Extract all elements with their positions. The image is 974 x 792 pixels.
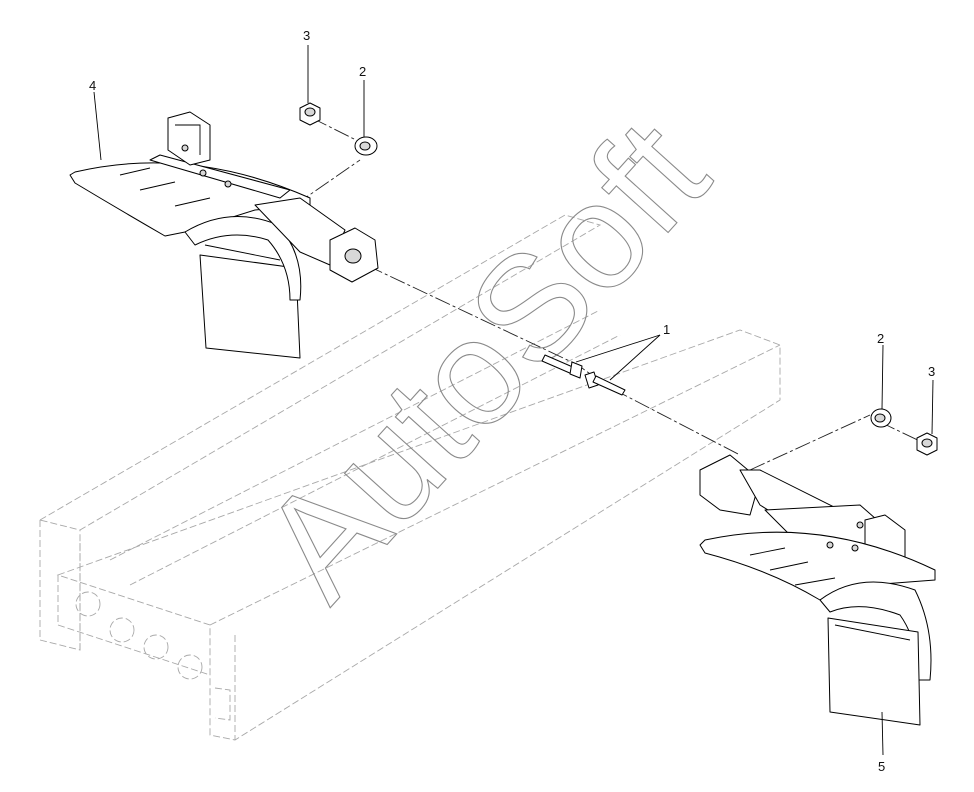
watermark-text: AutoSoft [229, 89, 739, 629]
left-washer [354, 136, 378, 156]
left-fender-assembly [69, 111, 379, 359]
bolt-upper [541, 354, 583, 379]
right-nut [916, 432, 938, 456]
callout-right-fender: 5 [878, 759, 885, 774]
callout-left-nut: 3 [303, 28, 310, 43]
leader-lines [93, 45, 934, 756]
bolt-lower [584, 371, 626, 396]
right-washer [870, 408, 892, 428]
callout-bolts: 1 [663, 322, 670, 337]
right-fender-assembly [699, 454, 936, 726]
callout-left-fender: 4 [89, 78, 96, 93]
callout-right-washer: 2 [877, 331, 884, 346]
callout-right-nut: 3 [928, 364, 935, 379]
phantom-frame-member [38, 214, 781, 741]
callout-left-washer: 2 [359, 64, 366, 79]
left-nut [299, 102, 321, 126]
